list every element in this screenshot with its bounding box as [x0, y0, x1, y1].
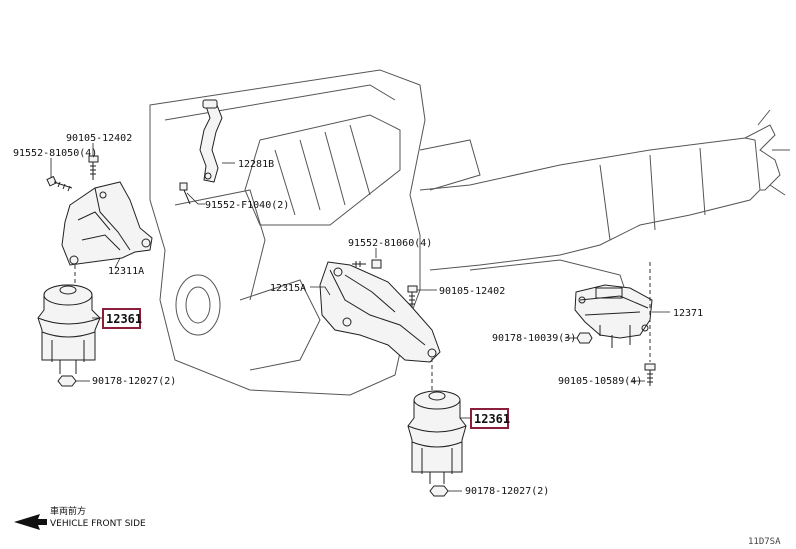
- leader-lines: [50, 143, 670, 492]
- hose-12281b: [199, 99, 223, 183]
- label-12361-right: 12361: [474, 412, 510, 426]
- nut-90178-12027-left: [57, 375, 77, 387]
- callout-12361-left[interactable]: 12361: [102, 308, 142, 329]
- nut-90178-12027-right: [429, 485, 449, 497]
- bolt-90105-10589: [644, 363, 656, 386]
- label-91552-81060: 91552-81060(4): [348, 238, 432, 249]
- callout-12361-right[interactable]: 12361: [470, 408, 510, 429]
- front-arrow-icon: [14, 514, 47, 530]
- figure-code: 11D7SA: [748, 537, 781, 547]
- bolt-90105-12402-left: [88, 155, 99, 180]
- label-90178-10039: 90178-10039(3): [492, 333, 576, 344]
- label-90178-12027-left: 90178-12027(2): [92, 376, 176, 387]
- transmission-outline: [419, 109, 790, 291]
- bolt-91552-81050: [46, 175, 73, 192]
- label-12281b: 12281B: [238, 159, 274, 170]
- bolt-91552-81060: [352, 259, 382, 269]
- front-label-cjk: 車両前方: [50, 505, 86, 517]
- label-90105-10589: 90105-10589(4): [558, 376, 642, 387]
- label-90178-12027-right: 90178-12027(2): [465, 486, 549, 497]
- mount-12371: [574, 284, 653, 348]
- label-91552-81050: 91552-81050(4): [13, 148, 97, 159]
- vehicle-front-indicator: 車両前方 VEHICLE FRONT SIDE: [14, 505, 146, 530]
- label-12361-left: 12361: [106, 312, 142, 326]
- mount-12361-left: [37, 284, 101, 374]
- nut-90178-10039: [576, 332, 593, 344]
- label-12311a: 12311A: [108, 266, 144, 277]
- front-label: VEHICLE FRONT SIDE: [50, 519, 146, 529]
- bracket-12315a: [319, 261, 441, 363]
- mount-12361-right: [407, 390, 467, 484]
- label-12371: 12371: [673, 308, 703, 319]
- label-91552-f1040: 91552-F1040(2): [205, 200, 289, 211]
- bracket-12311a: [61, 181, 153, 266]
- bolt-91552-f1040: [179, 182, 191, 205]
- label-12315a: 12315A: [270, 283, 306, 294]
- label-90105-12402-right: 90105-12402: [439, 286, 505, 297]
- label-90105-12402-left: 90105-12402: [66, 133, 132, 144]
